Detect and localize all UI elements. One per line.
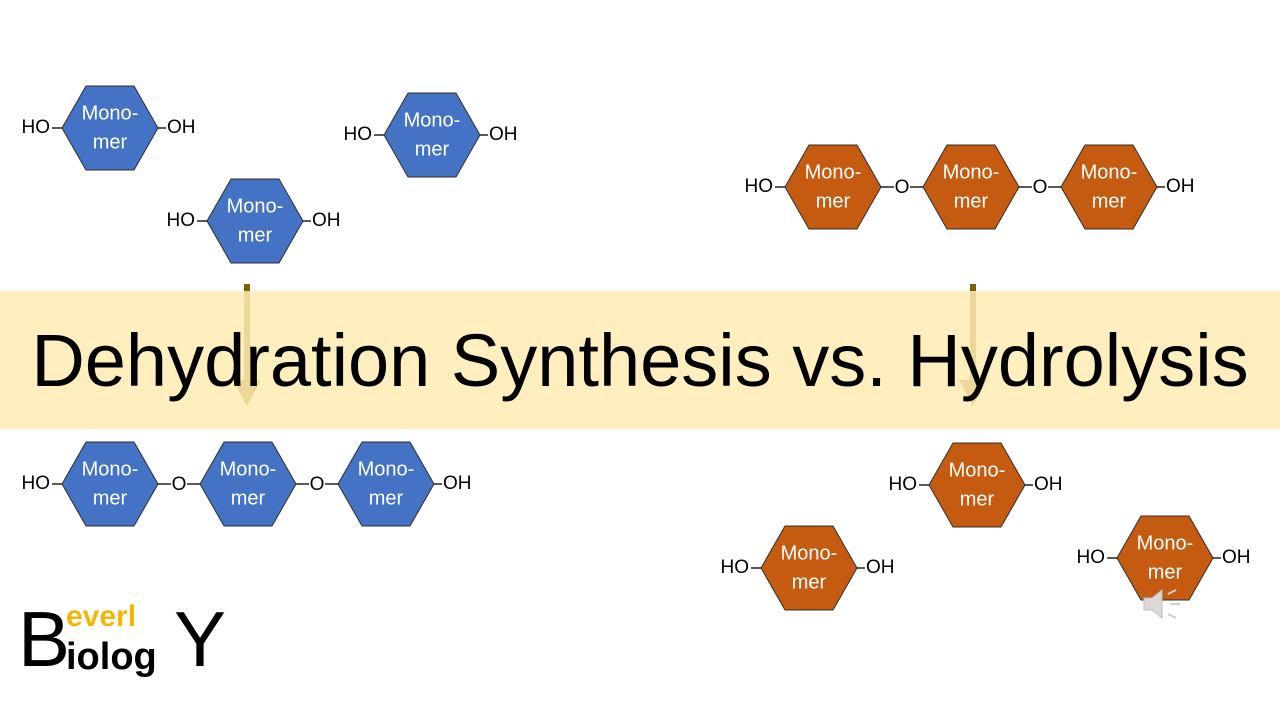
polymer-hexagon — [922, 144, 1020, 230]
logo-text-bottom: iolog — [66, 636, 157, 678]
monomer-hexagon — [61, 85, 159, 171]
polymer-hexagon — [784, 144, 882, 230]
monomer-label-line2: mer — [415, 138, 450, 160]
hydroxyl-label-left: HO — [22, 473, 51, 494]
ether-oxygen-label: O — [172, 474, 187, 495]
ether-oxygen-label: O — [310, 474, 325, 495]
logo-letter-y: Y — [174, 595, 227, 683]
polymer-hexagon — [61, 441, 159, 527]
monomer-label-line1: Mono- — [943, 161, 1000, 183]
monomer-label-line2: mer — [1092, 190, 1127, 212]
hydroxyl-label-right: OH — [1222, 547, 1251, 568]
logo-text-top: everl — [66, 600, 137, 633]
monomer-label-line1: Mono- — [358, 458, 415, 480]
monomer-hexagon — [383, 92, 481, 178]
speaker-icon[interactable] — [1140, 586, 1186, 622]
monomer-label-line2: mer — [369, 487, 404, 509]
page-title: Dehydration Synthesis vs. Hydrolysis — [31, 318, 1249, 402]
monomer-label-line2: mer — [238, 224, 273, 246]
monomer-label-line1: Mono- — [1081, 161, 1138, 183]
monomer-label-line2: mer — [231, 487, 266, 509]
polymer-hexagon — [337, 441, 435, 527]
monomer-label-line2: mer — [816, 190, 851, 212]
monomer-label-line2: mer — [93, 487, 128, 509]
polymer-hexagon — [199, 441, 297, 527]
hydroxyl-label-left: HO — [1077, 547, 1106, 568]
monomer-label-line1: Mono- — [781, 542, 838, 564]
monomer-label-line1: Mono- — [227, 195, 284, 217]
monomer-label-line2: mer — [954, 190, 989, 212]
hydroxyl-label-left: HO — [167, 210, 196, 231]
monomer-label-line1: Mono- — [805, 161, 862, 183]
hydroxyl-label-right: OH — [489, 124, 518, 145]
hydroxyl-label-right: OH — [866, 557, 895, 578]
beverly-biology-logo: B everl iolog Y — [18, 596, 238, 686]
hydroxyl-label-right: OH — [1166, 176, 1195, 197]
monomer-label-line2: mer — [792, 571, 827, 593]
hydroxyl-label-left: HO — [745, 176, 774, 197]
title-band — [0, 291, 1280, 429]
monomer-label-line2: mer — [960, 488, 995, 510]
monomer-label-line2: mer — [1148, 561, 1183, 583]
monomer-label-line1: Mono- — [82, 458, 139, 480]
polymer-hexagon — [1060, 144, 1158, 230]
ether-oxygen-label: O — [1033, 177, 1048, 198]
monomer-label-line1: Mono- — [220, 458, 277, 480]
monomer-hexagon — [206, 178, 304, 264]
hydroxyl-label-right: OH — [167, 117, 196, 138]
monomer-label-line1: Mono- — [1137, 532, 1194, 554]
hydroxyl-label-left: HO — [889, 474, 918, 495]
hydroxyl-label-right: OH — [1034, 474, 1063, 495]
hydroxyl-label-right: OH — [443, 473, 472, 494]
hydroxyl-label-left: HO — [344, 124, 373, 145]
hydroxyl-label-left: HO — [721, 557, 750, 578]
monomer-hexagon — [760, 525, 858, 611]
hydroxyl-label-right: OH — [312, 210, 341, 231]
monomer-label-line1: Mono- — [82, 102, 139, 124]
monomer-hexagon — [928, 442, 1026, 528]
monomer-label-line2: mer — [93, 131, 128, 153]
hydroxyl-label-left: HO — [22, 117, 51, 138]
monomer-label-line1: Mono- — [949, 459, 1006, 481]
logo-letter-b: B — [18, 595, 71, 683]
monomer-label-line1: Mono- — [404, 109, 461, 131]
ether-oxygen-label: O — [895, 177, 910, 198]
